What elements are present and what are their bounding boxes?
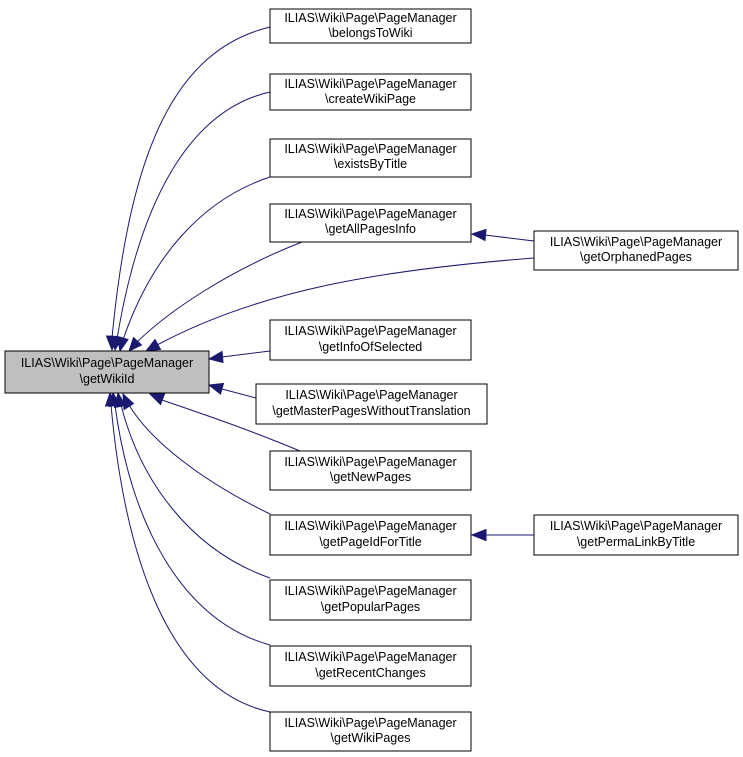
- node-existsByTitle-line2: \existsByTitle: [334, 157, 407, 171]
- edge-getWikiPages-to-getWikiId: [104, 391, 271, 713]
- node-getPageIdForTitle[interactable]: ILIAS\Wiki\Page\PageManager \getPageIdFo…: [269, 514, 472, 556]
- node-getPopularPages[interactable]: ILIAS\Wiki\Page\PageManager \getPopularP…: [269, 579, 472, 621]
- node-getInfoOfSelected-line2: \getInfoOfSelected: [319, 340, 423, 354]
- node-getMasterPagesWithoutTranslation-box: [255, 383, 488, 425]
- edge-getPermaLinkByTitle-to-getPageIdForTitle: [470, 528, 534, 542]
- node-getWikiId[interactable]: ILIAS\Wiki\Page\PageManager \getWikiId: [4, 350, 210, 394]
- node-getNewPages-line2: \getNewPages: [330, 470, 411, 484]
- node-getInfoOfSelected-box: [269, 319, 472, 361]
- node-getRecentChanges-line1: ILIAS\Wiki\Page\PageManager: [284, 650, 456, 664]
- node-getNewPages-line1: ILIAS\Wiki\Page\PageManager: [284, 455, 456, 469]
- edge-getRecentChanges-to-getWikiId: [108, 391, 271, 646]
- node-getPermaLinkByTitle[interactable]: ILIAS\Wiki\Page\PageManager \getPermaLin…: [533, 514, 739, 556]
- node-getMasterPagesWithoutTranslation[interactable]: ILIAS\Wiki\Page\PageManager \getMasterPa…: [255, 383, 488, 425]
- node-getPermaLinkByTitle-line1: ILIAS\Wiki\Page\PageManager: [550, 519, 722, 533]
- edge-getInfoOfSelected-to-getWikiId: [207, 350, 271, 364]
- node-getOrphanedPages-line1: ILIAS\Wiki\Page\PageManager: [550, 235, 722, 249]
- node-createWikiPage[interactable]: ILIAS\Wiki\Page\PageManager \createWikiP…: [269, 73, 472, 111]
- node-getPageIdForTitle-box: [269, 514, 472, 556]
- node-getPopularPages-box: [269, 579, 472, 621]
- node-getNewPages-box: [269, 450, 472, 491]
- node-getPermaLinkByTitle-line2: \getPermaLinkByTitle: [577, 535, 695, 549]
- edges: [104, 26, 535, 713]
- edge-getAllPagesInfo-to-getWikiId: [128, 241, 303, 352]
- node-getAllPagesInfo[interactable]: ILIAS\Wiki\Page\PageManager \getAllPages…: [269, 203, 472, 243]
- node-getPageIdForTitle-line1: ILIAS\Wiki\Page\PageManager: [284, 519, 456, 533]
- node-getMasterPagesWithoutTranslation-line1: ILIAS\Wiki\Page\PageManager: [285, 388, 457, 402]
- edge-getNewPages-to-getWikiId: [148, 393, 301, 452]
- node-belongsToWiki-box: [269, 8, 472, 44]
- node-existsByTitle[interactable]: ILIAS\Wiki\Page\PageManager \existsByTit…: [269, 138, 472, 178]
- node-getOrphanedPages-box: [533, 230, 739, 271]
- node-getRecentChanges-box: [269, 645, 472, 687]
- node-getPopularPages-line2: \getPopularPages: [321, 600, 420, 614]
- nodes: ILIAS\Wiki\Page\PageManager \getWikiId I…: [4, 8, 739, 752]
- edge-getOrphanedPages-to-getAllPagesInfo: [470, 228, 535, 242]
- node-getWikiPages-line2: \getWikiPages: [331, 731, 411, 745]
- node-getMasterPagesWithoutTranslation-line2: \getMasterPagesWithoutTranslation: [272, 404, 470, 418]
- edge-existsByTitle-to-getWikiId: [116, 176, 271, 353]
- node-getAllPagesInfo-box: [269, 203, 472, 243]
- node-getOrphanedPages[interactable]: ILIAS\Wiki\Page\PageManager \getOrphaned…: [533, 230, 739, 271]
- node-getInfoOfSelected-line1: ILIAS\Wiki\Page\PageManager: [284, 324, 456, 338]
- node-getInfoOfSelected[interactable]: ILIAS\Wiki\Page\PageManager \getInfoOfSe…: [269, 319, 472, 361]
- node-getAllPagesInfo-line1: ILIAS\Wiki\Page\PageManager: [284, 207, 456, 221]
- node-getAllPagesInfo-line2: \getAllPagesInfo: [325, 222, 416, 236]
- node-getWikiPages[interactable]: ILIAS\Wiki\Page\PageManager \getWikiPage…: [269, 711, 472, 752]
- node-belongsToWiki-line1: ILIAS\Wiki\Page\PageManager: [284, 11, 456, 25]
- node-existsByTitle-box: [269, 138, 472, 178]
- node-createWikiPage-line1: ILIAS\Wiki\Page\PageManager: [284, 77, 456, 91]
- node-getWikiPages-line1: ILIAS\Wiki\Page\PageManager: [284, 716, 456, 730]
- node-belongsToWiki[interactable]: ILIAS\Wiki\Page\PageManager \belongsToWi…: [269, 8, 472, 44]
- node-getRecentChanges-line2: \getRecentChanges: [315, 666, 426, 680]
- node-getPageIdForTitle-line2: \getPageIdForTitle: [319, 535, 421, 549]
- node-getWikiId-box: [4, 350, 210, 394]
- node-getWikiId-line2: \getWikiId: [80, 372, 135, 386]
- node-createWikiPage-box: [269, 73, 472, 111]
- node-getOrphanedPages-line2: \getOrphanedPages: [580, 250, 692, 264]
- node-getWikiId-line1: ILIAS\Wiki\Page\PageManager: [21, 356, 193, 370]
- node-getRecentChanges[interactable]: ILIAS\Wiki\Page\PageManager \getRecentCh…: [269, 645, 472, 687]
- edge-getMasterPages-to-getWikiId: [207, 382, 257, 399]
- edge-getPopularPages-to-getWikiId: [113, 391, 271, 579]
- node-belongsToWiki-line2: \belongsToWiki: [328, 26, 412, 40]
- node-createWikiPage-line2: \createWikiPage: [325, 92, 416, 106]
- node-getPermaLinkByTitle-box: [533, 514, 739, 556]
- node-getPopularPages-line1: ILIAS\Wiki\Page\PageManager: [284, 584, 456, 598]
- node-existsByTitle-line1: ILIAS\Wiki\Page\PageManager: [284, 142, 456, 156]
- edge-getOrphanedPages-to-getWikiId: [144, 257, 535, 352]
- node-getNewPages[interactable]: ILIAS\Wiki\Page\PageManager \getNewPages: [269, 450, 472, 491]
- node-getWikiPages-box: [269, 711, 472, 752]
- edge-createWikiPage-to-getWikiId: [110, 91, 271, 352]
